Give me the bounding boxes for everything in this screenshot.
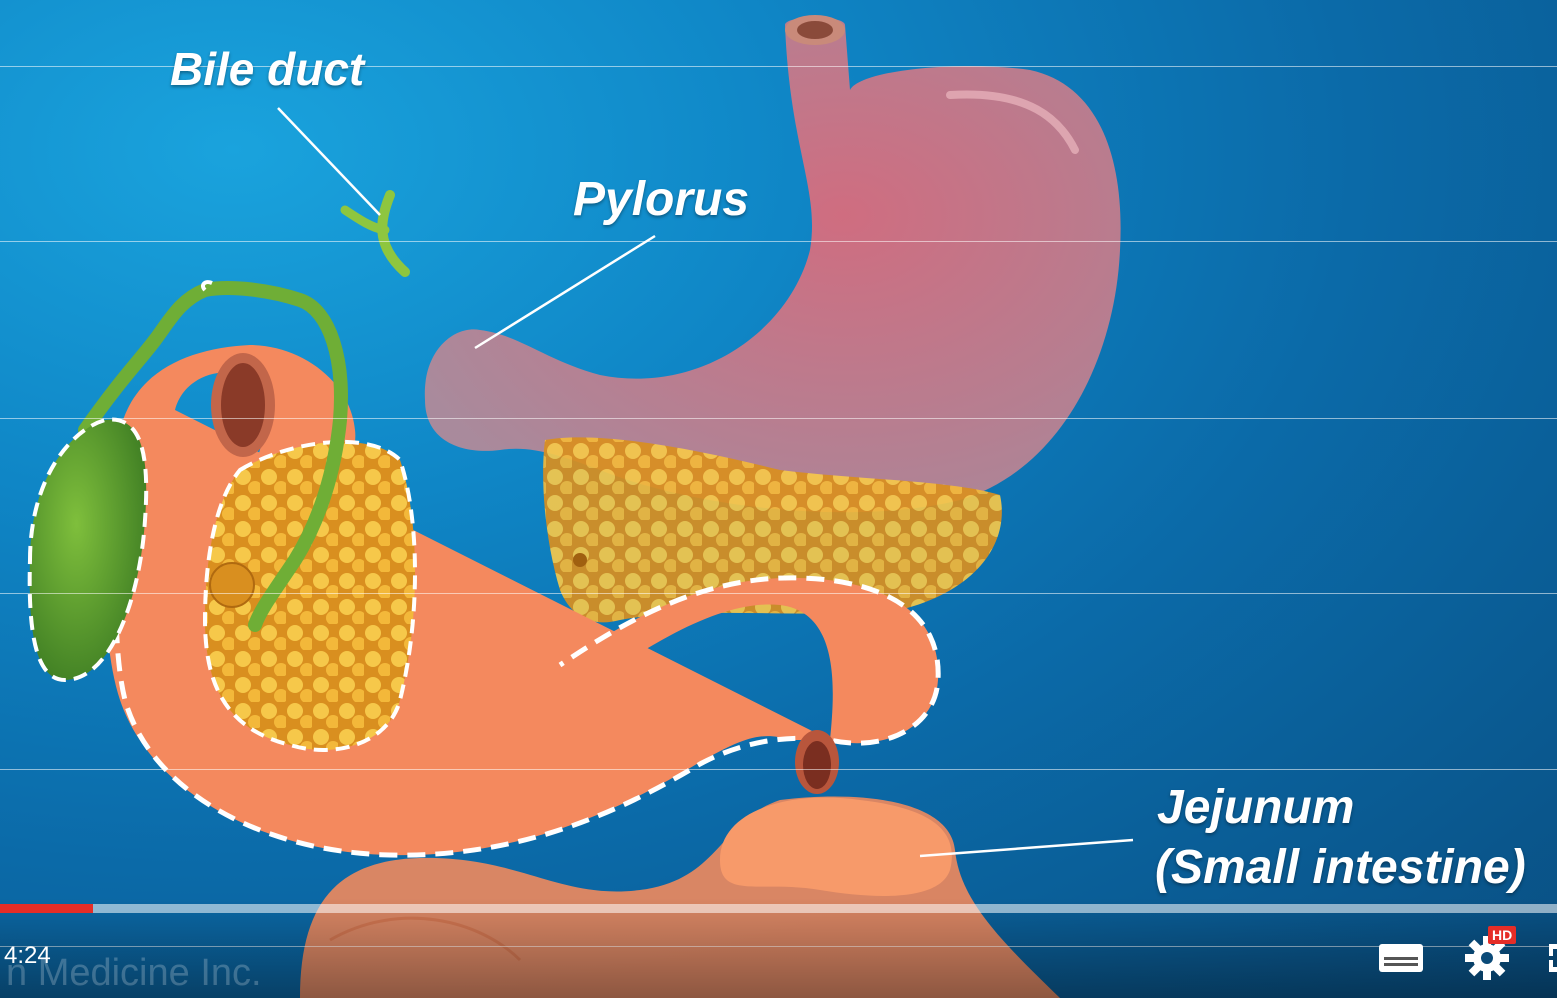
- small-intestine-label: (Small intestine): [1155, 840, 1526, 895]
- overlay-line: [0, 241, 1557, 242]
- fullscreen-icon[interactable]: [1545, 940, 1557, 976]
- stomach: [425, 15, 1121, 512]
- jejunum-label: Jejunum: [1157, 780, 1354, 835]
- overlay-line: [0, 418, 1557, 419]
- progress-played: [0, 904, 93, 913]
- overlay-line: [0, 769, 1557, 770]
- bile-duct-fragment: [345, 195, 405, 272]
- pylorus-pointer: [475, 236, 655, 348]
- overlay-line: [0, 593, 1557, 594]
- subtitles-icon[interactable]: [1378, 942, 1424, 974]
- pylorus-label: Pylorus: [573, 172, 749, 227]
- progress-bar[interactable]: [0, 904, 1557, 913]
- current-time: 4:24: [4, 942, 51, 970]
- bile-duct-pointer: [278, 108, 380, 215]
- bile-duct-label: Bile duct: [170, 42, 364, 96]
- hd-badge: HD: [1488, 926, 1516, 944]
- pancreas-head: [205, 442, 415, 750]
